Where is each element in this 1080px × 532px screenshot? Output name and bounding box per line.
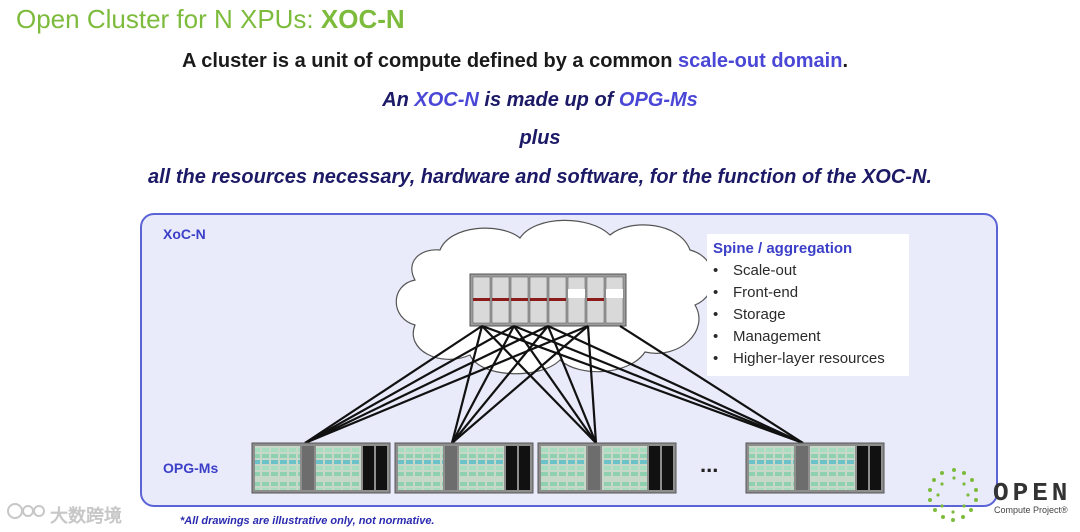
spine-item-label: Scale-out xyxy=(733,262,797,279)
spine-aggregation-box: Spine / aggregation •Scale-out •Front-en… xyxy=(707,234,909,376)
spine-switch-rack xyxy=(469,273,627,327)
opg-ms-highlight: OPG-Ms xyxy=(618,89,698,111)
opg-ms-label: OPG-Ms xyxy=(163,460,219,476)
slide-title: Open Cluster for N XPUs: XOC-N xyxy=(16,4,405,35)
spine-item: •Management xyxy=(713,328,821,345)
plus-line: plus xyxy=(519,127,561,149)
ocp-logo-text: OPEN xyxy=(993,478,1072,508)
composition-text-a: An xyxy=(382,89,415,111)
xoc-n-highlight: XOC-N xyxy=(414,89,479,111)
composition-line: An XOC-N is made up of OPG-Ms xyxy=(0,89,1080,112)
spine-title: Spine / aggregation xyxy=(713,240,853,257)
title-bold: XOC-N xyxy=(320,4,405,34)
ocp-logo-icon xyxy=(928,468,978,522)
definition-line: A cluster is a unit of compute defined b… xyxy=(0,50,1000,73)
spine-item-label: Management xyxy=(733,328,821,345)
spine-item-label: Higher-layer resources xyxy=(733,350,885,367)
spine-item: •Front-end xyxy=(713,284,799,301)
spine-list: •Scale-out •Front-end •Storage •Manageme… xyxy=(713,260,903,370)
spine-item-label: Front-end xyxy=(733,284,799,301)
spine-item: •Storage xyxy=(713,306,786,323)
footnote: *All drawings are illustrative only, not… xyxy=(180,515,435,527)
opg-m-rack-4 xyxy=(745,442,885,494)
more-opg-ellipsis: ... xyxy=(700,452,719,477)
opg-m-rack-2 xyxy=(394,442,534,494)
watermark-text: 大数跨境 xyxy=(50,506,122,526)
spine-to-opg-links xyxy=(304,324,804,445)
definition-period: . xyxy=(842,50,849,72)
spine-item-label: Storage xyxy=(733,306,786,323)
composition-text-b: is made up of xyxy=(478,89,619,111)
spine-item: •Higher-layer resources xyxy=(713,350,885,367)
watermark: 大数跨境 xyxy=(6,500,122,528)
watermark-icon xyxy=(7,503,45,519)
opg-m-rack-1 xyxy=(251,442,391,494)
opg-m-rack-3 xyxy=(537,442,677,494)
title-plain: Open Cluster for N XPUs: xyxy=(16,4,321,34)
scale-out-domain-highlight: scale-out domain xyxy=(677,50,843,72)
ocp-logo-subtext: Compute Project® xyxy=(994,505,1068,515)
spine-item: •Scale-out xyxy=(713,262,797,279)
resources-line: all the resources necessary, hardware an… xyxy=(148,166,932,188)
xoc-n-label: XoC-N xyxy=(163,226,206,242)
definition-text: A cluster is a unit of compute defined b… xyxy=(181,50,678,72)
